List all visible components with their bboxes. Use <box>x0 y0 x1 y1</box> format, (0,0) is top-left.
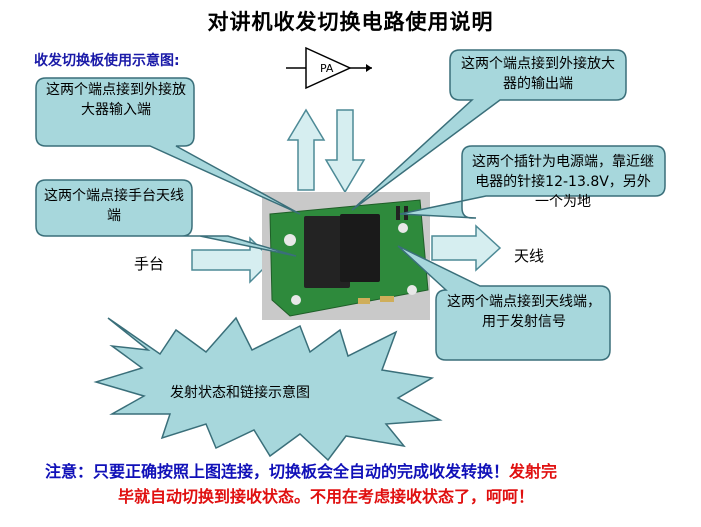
arrow-antenna-out <box>431 224 502 272</box>
callout-antenna <box>397 245 611 361</box>
burst-shape <box>93 316 443 462</box>
note-red-text-1: 发射完 <box>509 462 558 481</box>
callout-handset-antenna <box>35 179 297 257</box>
callout-amp-output-text: 这两个端点接到外接放大器的输出端 <box>461 56 615 92</box>
amplifier-symbol: PA <box>286 46 372 90</box>
relay-board <box>262 192 430 320</box>
arrow-handset-in <box>191 236 274 284</box>
diagram-subtitle: 收发切换板使用示意图: <box>34 53 180 69</box>
note-prefix: 注意： <box>45 462 94 481</box>
arrow-down <box>324 109 366 194</box>
callout-power <box>399 145 666 219</box>
note-blue-text: 只要正确按照上图连接，切换板会全自动的完成收发转换！ <box>93 462 510 481</box>
callout-amp-input-text: 这两个端点接到外接放大器输入端 <box>46 82 186 118</box>
callout-amp-input <box>35 77 301 215</box>
callout-handset-antenna-text: 这两个端点接手台天线端 <box>44 188 184 224</box>
page-title: 对讲机收发切换电路使用说明 <box>207 9 494 34</box>
note-line-1: 注意：只要正确按照上图连接，切换板会全自动的完成收发转换！发射完 <box>45 458 557 482</box>
callout-antenna-text: 这两个端点接到天线端，用于发射信号 <box>447 294 601 330</box>
amplifier-label: PA <box>320 62 334 75</box>
callout-amp-output <box>351 49 627 211</box>
callout-power-text: 这两个插针为电源端，靠近继电器的针接12-13.8V，另外一个为地 <box>472 154 654 210</box>
note-line-2: 毕就自动切换到接收状态。不用在考虑接收状态了，呵呵！ <box>118 487 535 506</box>
handset-label: 手台 <box>134 255 165 273</box>
burst-text: 发射状态和链接示意图 <box>170 385 310 401</box>
arrow-up <box>286 108 326 191</box>
antenna-label: 天线 <box>514 247 545 265</box>
